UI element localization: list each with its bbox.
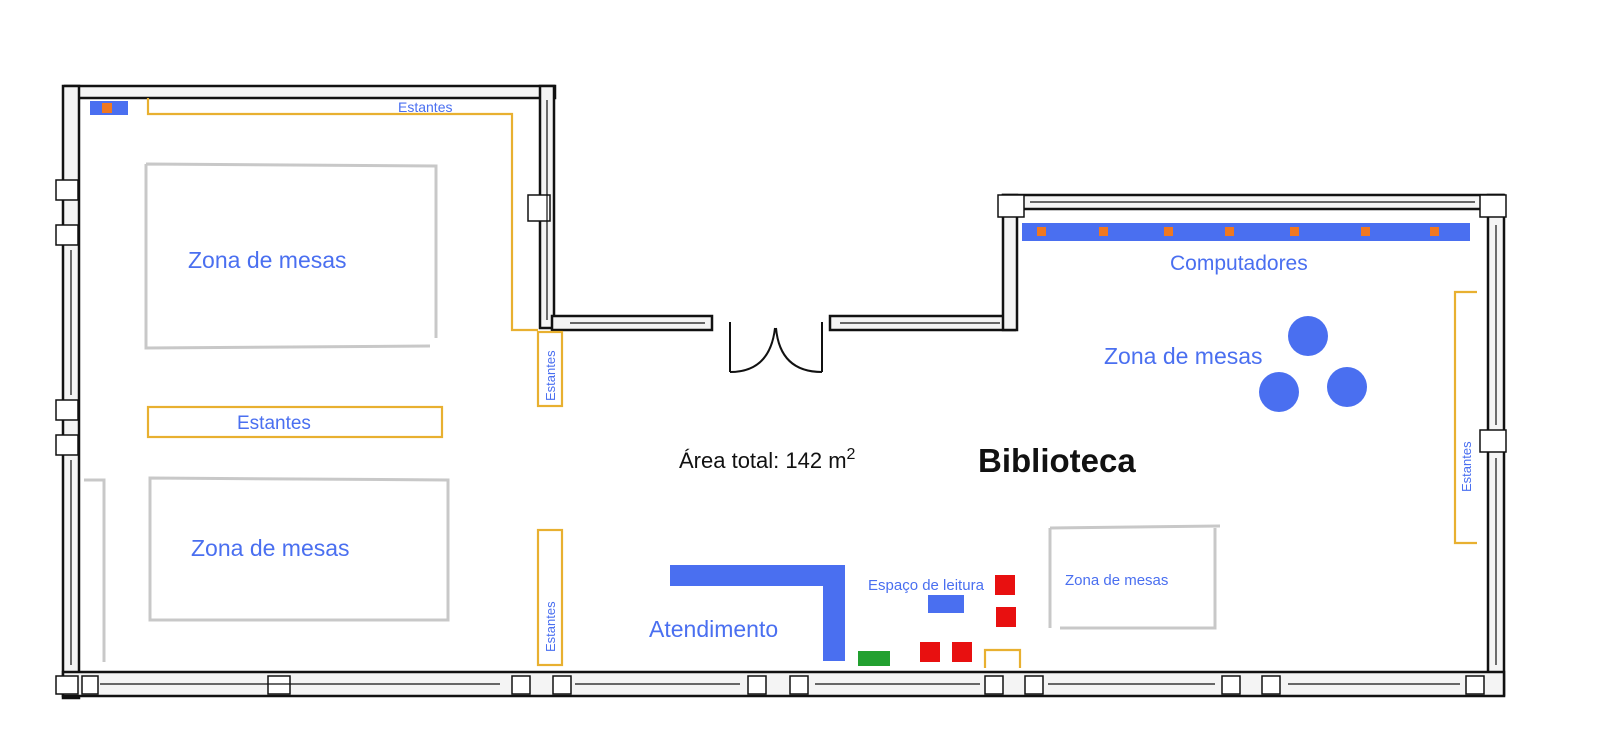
wall-post [789, 675, 809, 695]
wall-post [1261, 675, 1281, 695]
wall-details [55, 179, 1507, 695]
label-shelves-middle: Estantes [237, 413, 311, 434]
door-swing-left [729, 327, 776, 373]
wall-post [55, 675, 79, 695]
round-tables [1259, 316, 1367, 412]
table-zone-top-left [144, 162, 438, 350]
shelf-right [1453, 290, 1477, 545]
shelf-vertical-upper [536, 330, 564, 408]
label-zone-tables-small: Zona de mesas [1065, 572, 1168, 589]
door-swing-right [775, 327, 823, 373]
wall-post [552, 675, 572, 695]
computer [1290, 227, 1299, 236]
label-shelves-vertical-lower: Estantes [543, 601, 558, 652]
wall-post [747, 675, 767, 695]
computer [1037, 227, 1046, 236]
wall-post [1024, 675, 1044, 695]
wall-post [55, 434, 79, 456]
label-reading-space: Espaço de leitura [868, 577, 985, 594]
wall-post [1479, 194, 1507, 218]
label-zone-tables-right: Zona de mesas [1104, 343, 1263, 369]
wall-post [1479, 429, 1507, 453]
wall-post [511, 675, 531, 695]
shelf-middle [146, 405, 444, 439]
label-zone-tables-bottom-left: Zona de mesas [191, 535, 350, 561]
window-frames [70, 100, 1497, 685]
wall-post [267, 675, 291, 695]
label-zone-tables-top-left: Zona de mesas [188, 247, 347, 273]
green-furniture [858, 651, 890, 666]
wall-top-left [63, 84, 557, 100]
label-total-area: Área total: 142 m2 [679, 446, 856, 473]
label-shelves-vertical-upper: Estantes [543, 350, 558, 401]
reading-seats [920, 575, 1016, 662]
label-computers: Computadores [1170, 252, 1308, 275]
table-zone-bottom-left [148, 476, 450, 622]
reading-seat [995, 575, 1015, 595]
computer [1164, 227, 1173, 236]
computers [1037, 227, 1439, 236]
round-table [1327, 367, 1367, 407]
computer [1099, 227, 1108, 236]
label-shelves-top: Estantes [398, 99, 452, 115]
wall-post [997, 194, 1025, 218]
wall-post [55, 179, 79, 201]
shelves [146, 98, 1477, 668]
computer-desk-bar [1022, 223, 1470, 241]
computer-top-left [102, 103, 112, 113]
reading-seat [920, 642, 940, 662]
shelf-vertical-lower [536, 528, 564, 667]
total-area-superscript: 2 [847, 446, 856, 463]
entrance-door [729, 322, 823, 373]
label-shelves-right: Estantes [1459, 441, 1474, 492]
reading-seat [952, 642, 972, 662]
service-desk [670, 565, 845, 661]
wall-post [1465, 675, 1485, 695]
reading-table [928, 595, 964, 613]
table-zone-small-right [1048, 524, 1221, 630]
shelf-small-bottom [983, 648, 1022, 668]
wall-post [55, 399, 79, 421]
wall-post [984, 675, 1004, 695]
label-title: Biblioteca [978, 442, 1136, 479]
round-table [1288, 316, 1328, 356]
shelf-top [146, 98, 538, 332]
computer [1361, 227, 1370, 236]
reading-seat [996, 607, 1016, 627]
round-table [1259, 372, 1299, 412]
computer [1225, 227, 1234, 236]
table-zone-bottom-left-edge [84, 478, 106, 662]
wall-post [1221, 675, 1241, 695]
label-service-desk: Atendimento [649, 616, 778, 642]
wall-post [55, 224, 79, 246]
table-zones [84, 162, 1221, 662]
wall-post [81, 675, 99, 695]
computer [1430, 227, 1439, 236]
wall-post [527, 194, 551, 222]
total-area-text: Área total: 142 m [679, 448, 847, 473]
